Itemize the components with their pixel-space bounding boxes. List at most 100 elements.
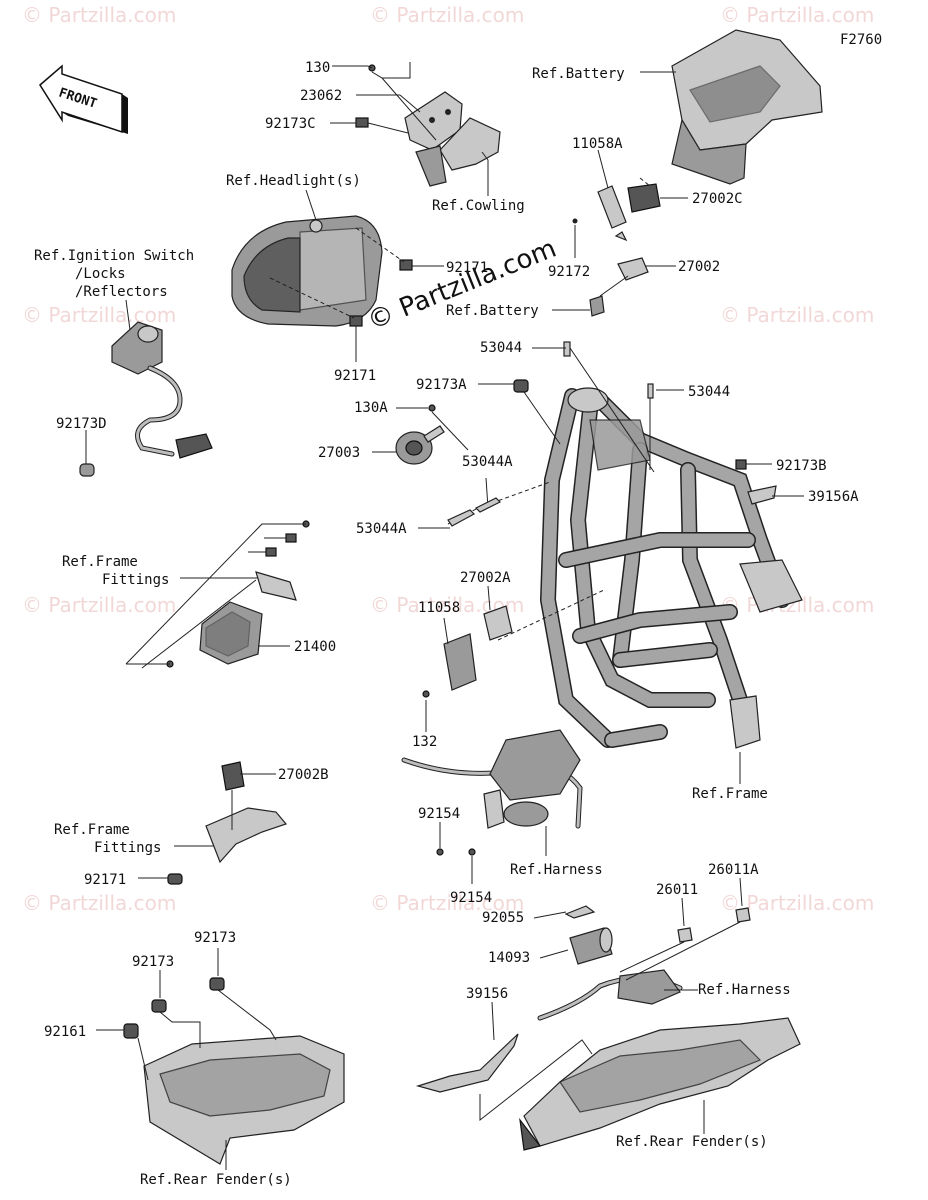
label-27002c: 27002C xyxy=(692,191,743,207)
label-ref-frame-fittings-a2: Fittings xyxy=(102,572,169,588)
label-ref-battery-mid: Ref.Battery xyxy=(446,303,539,319)
label-ref-cowling: Ref.Cowling xyxy=(432,198,525,214)
label-26011: 26011 xyxy=(656,882,698,898)
ignition-switch xyxy=(79,321,213,477)
clip-92173a-icon xyxy=(513,379,529,393)
relay-27002-icon xyxy=(617,257,649,281)
front-arrow-icon: FRONT xyxy=(39,64,128,134)
nut-92171-icon xyxy=(399,259,413,271)
label-92173d: 92173D xyxy=(56,416,107,432)
label-ref-rear-fender-left: Ref.Rear Fender(s) xyxy=(140,1172,292,1188)
nut-92173c-icon xyxy=(355,117,369,128)
label-11058a: 11058A xyxy=(572,136,623,152)
relay-leaders xyxy=(552,149,688,311)
label-92173-b: 92173 xyxy=(132,954,174,970)
harness-leaders xyxy=(439,822,547,884)
label-92161: 92161 xyxy=(44,1024,86,1040)
label-ref-harness-b: Ref.Harness xyxy=(698,982,791,998)
ignition-leaders xyxy=(85,299,131,464)
relay-27002c-icon xyxy=(627,183,661,213)
label-92171-a: 92171 xyxy=(446,260,488,276)
label-130: 130 xyxy=(305,60,330,76)
cowling-bracket-23062 xyxy=(355,64,501,187)
label-92171-c: 92171 xyxy=(84,872,126,888)
relay-27002a-group xyxy=(422,605,513,698)
label-92173-a: 92173 xyxy=(194,930,236,946)
label-ref-battery-top: Ref.Battery xyxy=(532,66,625,82)
label-92171-b: 92171 xyxy=(334,368,376,384)
band-53044-icon xyxy=(563,341,571,357)
rear-electrical-leaders xyxy=(533,877,743,991)
frame-assembly xyxy=(513,341,803,749)
watermark: © Partzilla.com xyxy=(22,593,176,617)
label-11058: 11058 xyxy=(418,600,460,616)
label-ref-rear-fender-right: Ref.Rear Fender(s) xyxy=(616,1134,768,1150)
label-53044a-1: 53044A xyxy=(462,454,513,470)
watermark: © Partzilla.com xyxy=(22,891,176,915)
label-ref-frame-fittings-b2: Fittings xyxy=(94,840,161,856)
label-27002b: 27002B xyxy=(278,767,329,783)
horn-leaders xyxy=(372,407,469,453)
bolt-130a-icon xyxy=(428,404,436,412)
rear-fender-left xyxy=(123,977,345,1165)
label-39156a: 39156A xyxy=(808,489,859,505)
label-92172: 92172 xyxy=(548,264,590,280)
label-92173a: 92173A xyxy=(416,377,467,393)
rear-fender-right-leaders xyxy=(479,1001,705,1134)
bands-53044a xyxy=(447,497,502,527)
label-53044a-2: 53044A xyxy=(356,521,407,537)
nut-92173b-icon xyxy=(735,459,747,470)
label-ref-ignition-switch: Ref.Ignition Switch xyxy=(34,248,194,264)
rear-electrical xyxy=(537,905,751,1021)
cover-39156-icon xyxy=(415,1033,519,1093)
label-53044-right: 53044 xyxy=(688,384,730,400)
harness-main xyxy=(401,729,583,856)
rear-fender-right xyxy=(415,1017,801,1151)
watermark-layer: © Partzilla.com © Partzilla.com © Partzi… xyxy=(22,3,874,915)
battery-case xyxy=(671,29,823,185)
label-ref-frame: Ref.Frame xyxy=(692,786,768,802)
relay-27002b-group xyxy=(167,761,288,885)
label-ref-harness-a: Ref.Harness xyxy=(510,862,603,878)
watermark: © Partzilla.com xyxy=(720,3,874,27)
label-ref-frame-fittings-a1: Ref.Frame xyxy=(62,554,138,570)
label-14093: 14093 xyxy=(488,950,530,966)
center-watermark: © Partzilla.com xyxy=(363,234,560,337)
cowling-leaders xyxy=(330,62,489,196)
clip-92173d-icon xyxy=(79,463,95,477)
relay-27002a-leaders xyxy=(425,585,605,732)
bracket-11058a xyxy=(597,185,627,229)
horn-27003 xyxy=(395,404,445,465)
cover-39156a-icon xyxy=(747,485,777,505)
label-92173c: 92173C xyxy=(265,116,316,132)
label-132: 132 xyxy=(412,734,437,750)
label-ref-ignition-locks: /Locks xyxy=(75,266,126,282)
watermark: © Partzilla.com xyxy=(370,891,524,915)
label-92173b: 92173B xyxy=(776,458,827,474)
label-39156: 39156 xyxy=(466,986,508,1002)
rear-fender-left-leaders xyxy=(96,948,277,1170)
watermark: © Partzilla.com xyxy=(720,303,874,327)
label-92154-b: 92154 xyxy=(450,890,492,906)
label-53044-top: 53044 xyxy=(480,340,522,356)
label-ref-ignition-reflectors: /Reflectors xyxy=(75,284,168,300)
watermark: © Partzilla.com xyxy=(370,3,524,27)
watermark: © Partzilla.com xyxy=(22,3,176,27)
headlight-assembly xyxy=(231,215,413,327)
relay-27002b-leaders xyxy=(138,773,276,879)
label-26011a: 26011A xyxy=(708,862,759,878)
label-130a: 130A xyxy=(354,400,388,416)
nut-92171-icon xyxy=(349,315,363,327)
label-27002: 27002 xyxy=(678,259,720,275)
headlight-leaders xyxy=(269,189,444,362)
label-27002a: 27002A xyxy=(460,570,511,586)
watermark: © Partzilla.com xyxy=(22,303,176,327)
label-ref-headlight: Ref.Headlight(s) xyxy=(226,173,361,189)
label-23062: 23062 xyxy=(300,88,342,104)
label-92154-a: 92154 xyxy=(418,806,460,822)
label-27003: 27003 xyxy=(318,445,360,461)
figure-code: F2760 xyxy=(840,32,882,48)
relay-parts xyxy=(572,183,661,317)
band-53044-icon xyxy=(647,383,654,399)
